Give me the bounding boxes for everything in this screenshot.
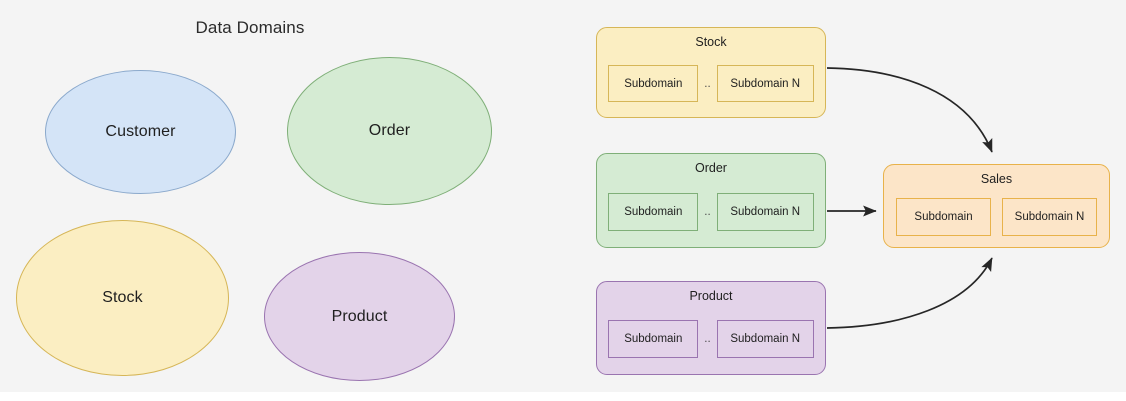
subdomain-separator: ..: [704, 77, 711, 90]
domain-ellipse-order[interactable]: Order: [287, 57, 492, 205]
connector-product-to-sales: [826, 257, 993, 329]
subdomain-row: Subdomain .. Subdomain N: [597, 320, 825, 358]
domain-box-product[interactable]: Product Subdomain .. Subdomain N: [596, 281, 826, 375]
domain-ellipse-label: Customer: [105, 123, 176, 140]
data-domains-panel: Data Domains Customer Order Stock Produc…: [0, 0, 560, 392]
domain-ellipse-label: Stock: [102, 289, 143, 306]
subdomain-box[interactable]: Subdomain: [896, 198, 991, 236]
domain-ellipse-label: Order: [368, 122, 411, 139]
subdomain-box-n[interactable]: Subdomain N: [716, 320, 814, 358]
domain-ellipse-customer[interactable]: Customer: [45, 70, 236, 194]
subdomain-separator: ..: [704, 206, 711, 218]
subdomain-box[interactable]: Subdomain: [608, 320, 699, 358]
subdomain-box-n[interactable]: Subdomain N: [716, 193, 814, 231]
domain-box-title: Sales: [980, 172, 1013, 186]
domain-box-stock[interactable]: Stock Subdomain .. Subdomain N: [596, 27, 826, 118]
subdomain-box[interactable]: Subdomain: [608, 193, 699, 231]
domain-ellipse-label: Product: [331, 307, 388, 325]
subdomain-row: Subdomain Subdomain N: [884, 198, 1109, 236]
domain-ellipse-product[interactable]: Product: [264, 252, 455, 381]
domain-box-title: Stock: [695, 35, 727, 49]
domain-box-sales[interactable]: Sales Subdomain Subdomain N: [883, 164, 1110, 248]
domain-box-title: Product: [689, 289, 733, 303]
subdomain-separator: ..: [704, 333, 711, 345]
subdomain-box-n[interactable]: Subdomain N: [716, 65, 814, 102]
subdomain-box-n[interactable]: Subdomain N: [1002, 198, 1097, 236]
domain-ellipse-stock[interactable]: Stock: [16, 220, 229, 376]
subdomain-box[interactable]: Subdomain: [608, 65, 699, 102]
domain-box-order[interactable]: Order Subdomain .. Subdomain N: [596, 153, 826, 248]
connector-stock-to-sales: [826, 67, 993, 153]
domain-box-title: Order: [695, 161, 727, 175]
page-title: Data Domains: [195, 18, 305, 37]
subdomain-row: Subdomain .. Subdomain N: [597, 65, 825, 102]
subdomain-row: Subdomain .. Subdomain N: [597, 193, 825, 231]
domain-flow-panel: Stock Subdomain .. Subdomain N Order Sub…: [596, 27, 1110, 375]
